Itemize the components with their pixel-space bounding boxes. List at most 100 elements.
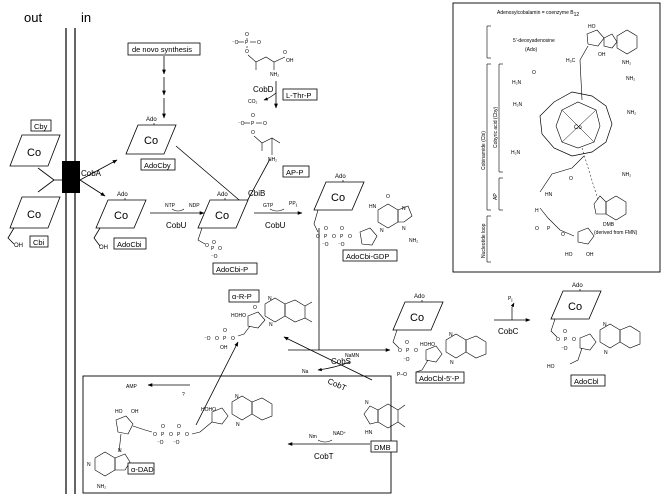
cby-corrin xyxy=(9,134,61,167)
question-label: ? xyxy=(182,392,185,398)
adocbi-p-corrin xyxy=(197,199,249,229)
svg-text:OH: OH xyxy=(286,58,294,64)
adocbl-5p-label: AdoCbl-5'-P xyxy=(419,374,459,383)
svg-text:N: N xyxy=(365,400,369,406)
alpha-r-p-structure: HOHO O N N O P O O OH ⁻O xyxy=(204,296,313,351)
inset-dmb-note: (derived from FMN) xyxy=(594,230,638,236)
pi-label: Pi xyxy=(508,296,512,304)
svg-text:HO: HO xyxy=(565,252,573,258)
cbi-b-label: CbiB xyxy=(248,189,265,198)
svg-text:O: O xyxy=(398,348,402,354)
svg-text:⁻O: ⁻O xyxy=(211,254,218,260)
svg-text:O: O xyxy=(161,424,165,430)
svg-text:OH: OH xyxy=(131,409,139,415)
l-thr-p-label: L-Thr-P xyxy=(286,91,311,100)
nm-label: Nm xyxy=(309,434,317,440)
svg-text:NH₂: NH₂ xyxy=(626,76,635,82)
adocbi-co: Co xyxy=(114,210,128,222)
svg-text:P: P xyxy=(547,226,551,232)
svg-text:O: O xyxy=(245,32,249,38)
svg-text:O: O xyxy=(332,234,336,240)
svg-text:N: N xyxy=(604,350,608,356)
svg-text:Ado: Ado xyxy=(217,192,228,198)
svg-text:O: O xyxy=(177,424,181,430)
alpha-dad-label: α-DAD xyxy=(131,465,154,474)
adocbi-p-label: AdoCbi-P xyxy=(216,265,248,274)
inset-corrin-ring: Co H₂N O NH₂ H₂N NH₂ H₂N NH₂ O HN H O P … xyxy=(511,70,636,238)
svg-text:P: P xyxy=(223,336,227,342)
svg-text:P: P xyxy=(177,432,181,438)
svg-text:HO: HO xyxy=(588,24,596,30)
svg-text:O: O xyxy=(153,432,157,438)
svg-text:O: O xyxy=(283,50,287,56)
svg-text:⁻O: ⁻O xyxy=(173,440,180,446)
svg-text:N: N xyxy=(269,322,273,328)
cob-d-label: CobD xyxy=(253,85,274,94)
inset-dmb-nucleotide: DMB (derived from FMN) HO OH xyxy=(565,195,638,258)
svg-text:P: P xyxy=(161,432,165,438)
nad-label: NAD⁺ xyxy=(333,431,347,437)
inset-dmb-label: DMB xyxy=(603,222,615,228)
svg-text:H: H xyxy=(535,208,539,214)
svg-text:H₂N: H₂N xyxy=(513,102,523,108)
svg-text:O: O xyxy=(561,232,565,238)
adocbl-5p-tail: O P O O ⁻O HOHO N N P–O xyxy=(392,329,487,378)
membrane: out in xyxy=(24,10,91,494)
svg-text:P: P xyxy=(324,234,328,240)
in-label: in xyxy=(81,10,91,25)
svg-text:H₃C: H₃C xyxy=(566,58,576,64)
svg-text:O: O xyxy=(245,49,249,55)
svg-text:O: O xyxy=(569,176,573,182)
svg-text:O: O xyxy=(340,226,344,232)
svg-text:O: O xyxy=(324,226,328,232)
cob-u-2-label: CobU xyxy=(265,221,286,230)
svg-text:N: N xyxy=(450,360,454,366)
svg-text:⁻O: ⁻O xyxy=(561,346,568,352)
svg-text:NH₂: NH₂ xyxy=(409,238,418,244)
svg-text:O: O xyxy=(215,336,219,342)
svg-text:OH: OH xyxy=(586,252,594,258)
svg-text:⁻O: ⁻O xyxy=(232,40,239,46)
svg-text:O: O xyxy=(257,40,261,46)
ppi-label: PPi xyxy=(289,201,297,209)
cbi-co: Co xyxy=(27,209,41,221)
svg-text:N: N xyxy=(235,394,239,400)
svg-text:⁻O: ⁻O xyxy=(157,440,164,446)
svg-text:P–O: P–O xyxy=(397,372,407,378)
svg-text:P: P xyxy=(564,337,568,343)
adocby-ado: Ado xyxy=(146,117,157,123)
svg-text:NH₂: NH₂ xyxy=(627,110,636,116)
svg-text:N: N xyxy=(118,448,122,454)
svg-text:H₂N: H₂N xyxy=(512,80,522,86)
bracket-cobinamide: Cobinamide (Cbi) xyxy=(481,131,487,170)
svg-text:O: O xyxy=(251,130,255,136)
svg-text:OH: OH xyxy=(598,52,606,58)
svg-text:N: N xyxy=(603,322,607,328)
svg-text:P: P xyxy=(245,40,249,46)
alpha-dad-box xyxy=(82,375,392,494)
adocbl-corrin xyxy=(550,290,602,320)
svg-text:⁻O: ⁻O xyxy=(403,357,410,363)
svg-text:P: P xyxy=(251,121,255,127)
svg-text:N: N xyxy=(449,332,453,338)
dmb-label: DMB xyxy=(374,443,391,452)
cob-t-2-label: CobT xyxy=(314,452,334,461)
svg-text:O: O xyxy=(231,336,235,342)
na-label: Na xyxy=(302,369,309,375)
svg-text:N: N xyxy=(402,226,406,232)
adocby-corrin xyxy=(125,124,177,155)
svg-text:HOHO: HOHO xyxy=(201,407,216,413)
svg-text:O: O xyxy=(386,194,390,200)
bracket-nucleotide: Nucleotide loop xyxy=(481,223,487,258)
svg-text:NH₂: NH₂ xyxy=(622,172,631,178)
ado-label: (Ado) xyxy=(525,47,538,53)
svg-text:NH₂: NH₂ xyxy=(622,60,631,66)
svg-text:P: P xyxy=(340,234,344,240)
svg-text:N: N xyxy=(402,206,406,212)
svg-text:O: O xyxy=(535,226,539,232)
svg-text:P: P xyxy=(211,246,215,252)
cob-c-label: CobC xyxy=(498,327,519,336)
svg-text:HN: HN xyxy=(365,430,373,436)
svg-text:H₂N: H₂N xyxy=(511,150,521,156)
svg-text:O: O xyxy=(223,328,227,334)
